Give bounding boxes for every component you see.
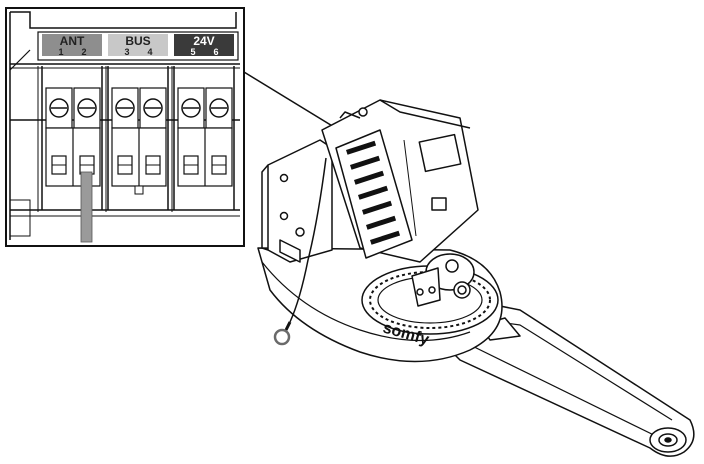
screw-terminals (49, 98, 229, 118)
antenna-wire (80, 171, 93, 243)
terminal-block-ant (37, 66, 107, 212)
drive-gear-assembly (411, 253, 475, 307)
terminal-zoom-inset: ANT BUS 24V 1 2 3 4 5 6 (5, 7, 245, 247)
ring-terminal (273, 328, 291, 346)
pin-number-2: 2 (81, 47, 86, 57)
control-box-terminal-strip (346, 140, 401, 245)
bus-label-bg (108, 34, 168, 56)
terminal-block-24v (173, 66, 235, 210)
gate-motor-unit (257, 99, 695, 457)
pin-number-3: 3 (124, 47, 129, 57)
bus-group-label: BUS (125, 34, 150, 48)
pin-number-4: 4 (147, 47, 152, 57)
pin-number-6: 6 (213, 47, 218, 57)
ground-wire (273, 157, 327, 346)
v24-label-bg (174, 34, 234, 56)
pin-number-1: 1 (58, 47, 63, 57)
v24-group-label: 24V (193, 34, 214, 48)
ant-group-label: ANT (60, 34, 85, 48)
terminal-block-bus (107, 66, 173, 212)
mounting-bracket (261, 139, 333, 263)
ant-label-bg (42, 34, 102, 56)
control-box (321, 99, 479, 263)
pin-number-5: 5 (190, 47, 195, 57)
